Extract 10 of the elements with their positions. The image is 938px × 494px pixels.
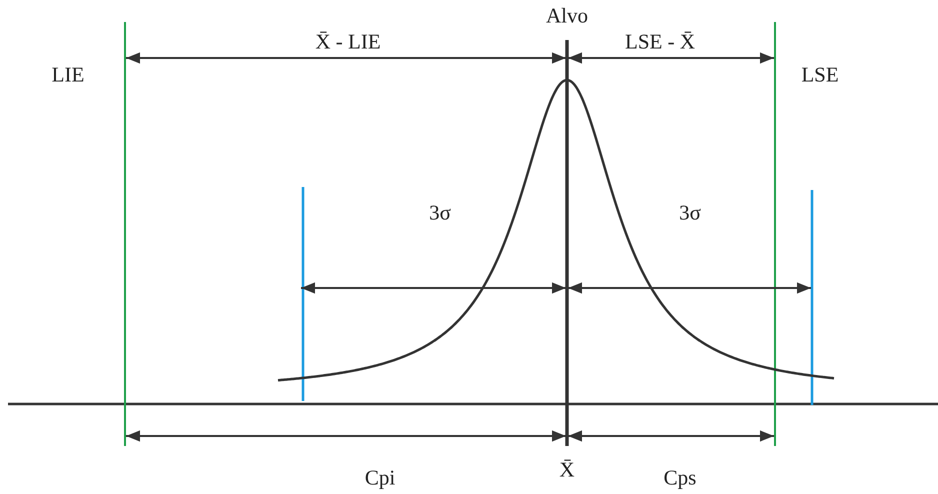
target-label: Alvo [546,6,588,26]
limit-label: LIE [52,64,84,86]
index-label: Cps [664,468,696,488]
index-label: Cpi [364,468,396,488]
distance-label: X̄ - LIE [315,32,381,52]
sigma-label: 3σ [679,202,701,224]
mean-label: X̄ [559,460,575,480]
sigma-label: 3σ [429,202,451,224]
distance-label: LSE - X̄ [625,32,695,52]
limit-label: LSE [801,64,839,86]
